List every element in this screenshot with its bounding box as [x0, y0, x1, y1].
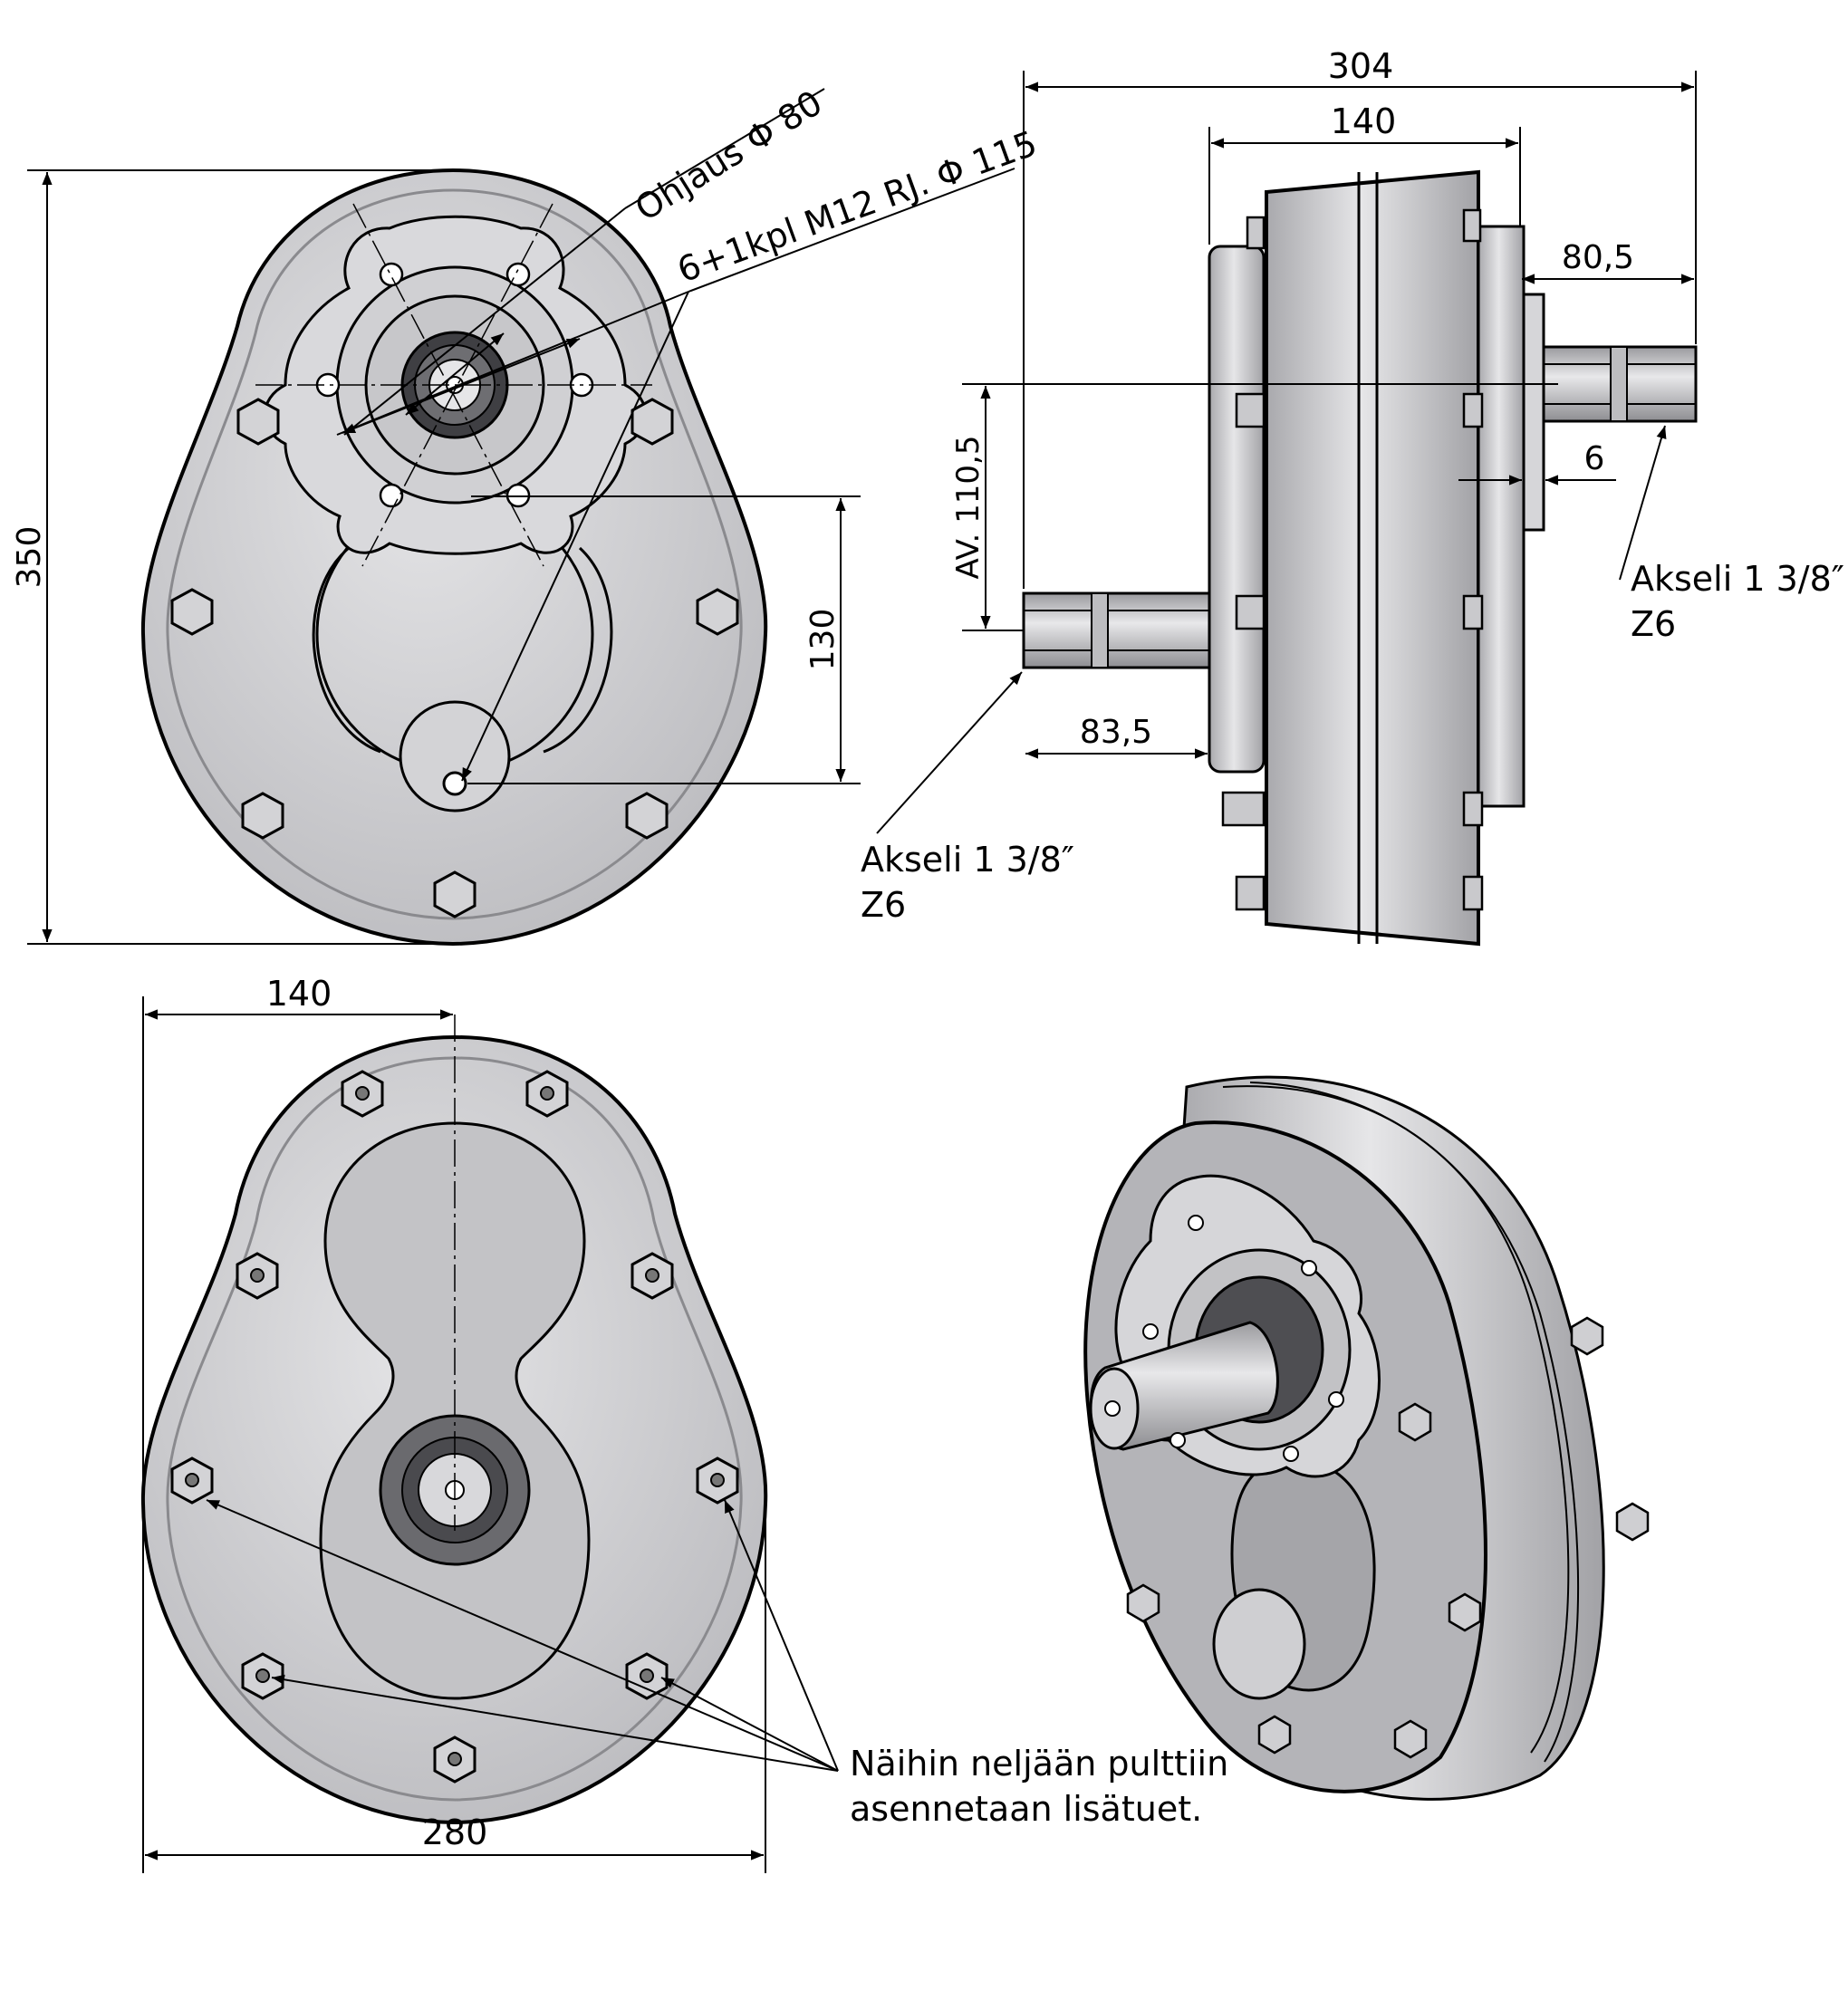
front-hex-bolts — [170, 398, 739, 918]
side-view — [1022, 169, 1698, 947]
dim-body-width: 140 — [1331, 101, 1397, 141]
shaft-output-z: Z6 — [1631, 604, 1676, 644]
note-line2: asennetaan lisätuet. — [850, 1789, 1202, 1829]
dim-shaft-spacing: AV. 110,5 — [950, 436, 987, 580]
dim-offset: 6 — [1584, 440, 1605, 477]
side-bolts — [1221, 208, 1484, 911]
iso-view — [1083, 1075, 1650, 1801]
front-housing-rim — [166, 188, 743, 920]
note-line1: Näihin neljään pulttiin — [850, 1744, 1228, 1784]
front-lower-lobe — [312, 546, 613, 754]
side-input-shaft — [1022, 591, 1211, 669]
dim-input-shaft: 83,5 — [1080, 714, 1152, 751]
rear-dimensions: 140 280 Näihin neljään pulttiin asenneta… — [142, 974, 1228, 1873]
side-front-cover — [1477, 225, 1526, 808]
rear-view — [140, 1014, 768, 1825]
shaft-input-z: Z6 — [861, 885, 906, 925]
front-output-center — [442, 771, 467, 796]
dim-half-width: 140 — [266, 974, 332, 1014]
dim-output-shaft: 80,5 — [1562, 239, 1634, 276]
dim-center-distance: 130 — [804, 609, 842, 671]
front-view — [140, 168, 768, 947]
side-back-plate — [1208, 245, 1266, 774]
shaft-input-label: Akseli 1 3/8″ — [861, 840, 1074, 880]
dim-total-length: 304 — [1328, 46, 1394, 86]
shaft-output-label: Akseli 1 3/8″ — [1631, 559, 1844, 599]
dim-height: 350 — [11, 526, 48, 589]
side-main-body — [1265, 169, 1480, 947]
dim-width: 280 — [422, 1812, 488, 1852]
iso-bolts — [1126, 1316, 1650, 1759]
side-dimensions: 304 140 80,5 6 83,5 AV. 110,5 Akseli 1 3… — [861, 46, 1844, 925]
side-flange — [1522, 293, 1545, 532]
